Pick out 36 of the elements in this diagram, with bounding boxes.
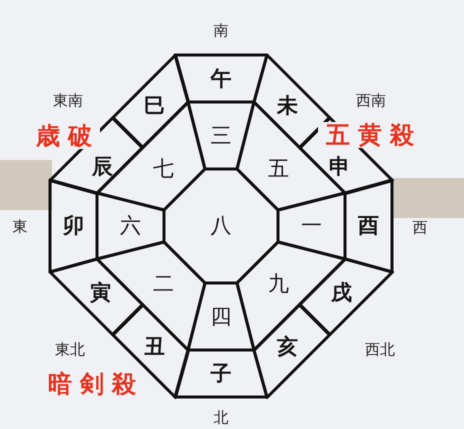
number-glyph: 四 — [210, 306, 232, 327]
direction-label: 北 — [214, 410, 228, 426]
direction-label: 西 — [412, 220, 428, 236]
branch-sector — [110, 53, 190, 150]
number-glyph: 二 — [153, 273, 174, 294]
branch-glyph: 丑 — [144, 336, 165, 357]
branch-sector — [48, 178, 99, 274]
branch-glyph: 酉 — [358, 216, 379, 236]
direction-label: 西南 — [356, 94, 386, 108]
branch-glyph: 卯 — [63, 216, 84, 236]
number-glyph: 九 — [268, 273, 289, 294]
branch-sector — [110, 302, 190, 399]
direction-label: 東北 — [55, 342, 85, 358]
direction-label: 東 — [12, 220, 28, 234]
number-glyph: 一 — [301, 216, 322, 236]
branch-sector — [173, 348, 269, 399]
number-glyph: 八 — [210, 216, 232, 236]
branch-glyph: 申 — [329, 156, 350, 177]
number-glyph: 六 — [120, 216, 141, 236]
branch-glyph: 巳 — [144, 95, 165, 116]
branch-glyph: 戌 — [331, 282, 352, 303]
branch-glyph: 子 — [210, 363, 232, 384]
number-glyph: 七 — [153, 158, 174, 179]
direction-label: 南 — [214, 24, 228, 38]
branch-sector — [173, 53, 269, 104]
number-glyph: 三 — [210, 125, 232, 146]
number-glyph: 五 — [268, 158, 289, 179]
branch-glyph: 辰 — [92, 156, 113, 177]
branch-sector — [48, 257, 144, 336]
branch-sector — [343, 178, 394, 274]
branch-glyph: 午 — [210, 68, 232, 89]
direction-label: 西北 — [365, 342, 395, 358]
branch-glyph: 亥 — [277, 336, 298, 357]
branch-glyph: 未 — [277, 95, 298, 116]
branch-glyph: 寅 — [90, 282, 111, 303]
direction-label: 東南 — [53, 94, 83, 108]
